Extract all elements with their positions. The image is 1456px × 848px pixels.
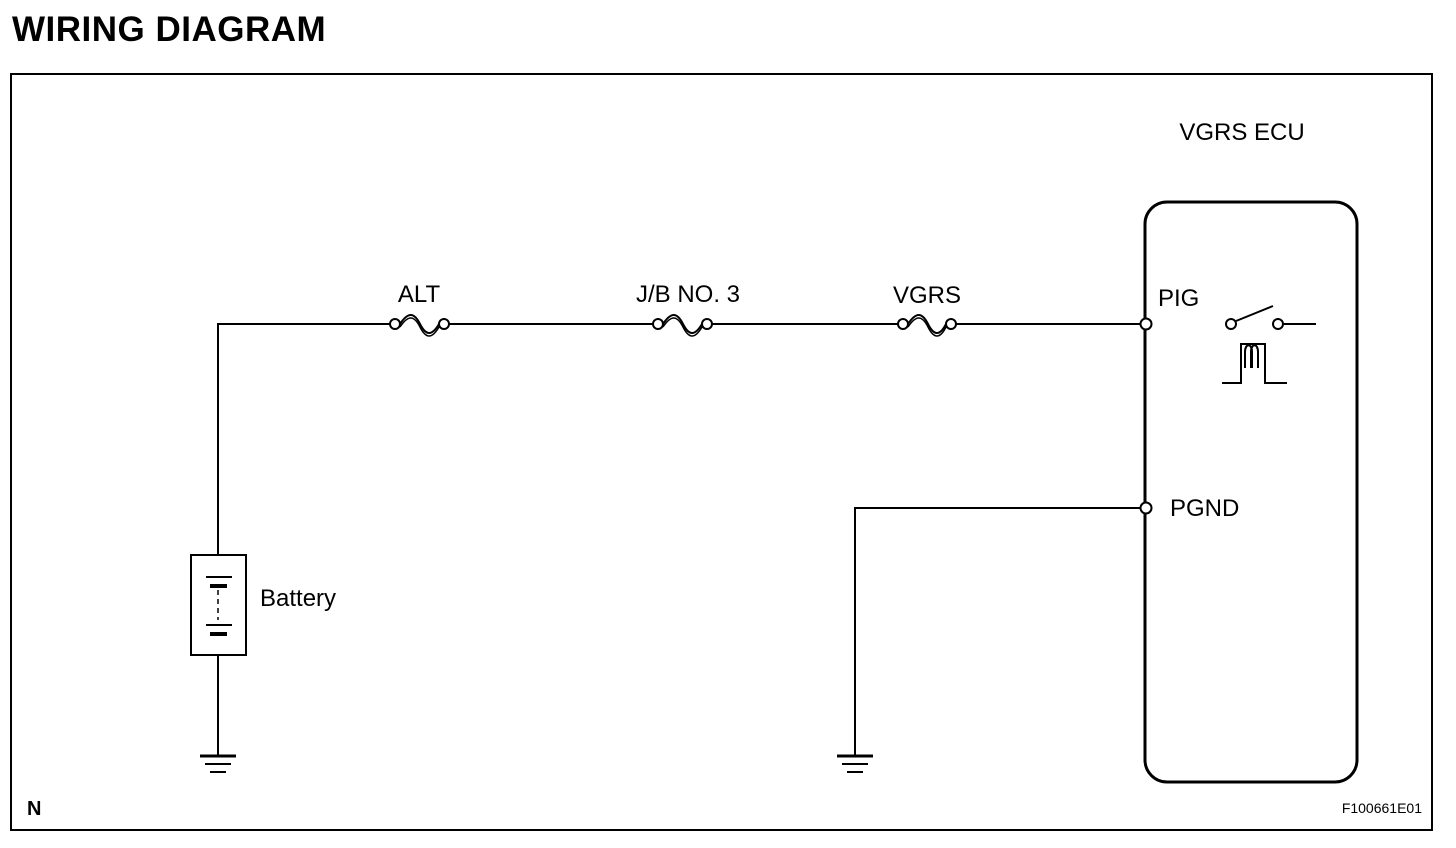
relay-switch-icon: [1222, 305, 1316, 384]
supply-wire: [217, 323, 1141, 555]
battery-label: Battery: [260, 585, 336, 612]
ecu-label: VGRS ECU: [1179, 119, 1304, 146]
figure-id: F100661E01: [1342, 800, 1422, 816]
fuse-alt-label: ALT: [398, 281, 441, 308]
corner-mark: N: [27, 798, 41, 820]
fuse-jb-no3-label: J/B NO. 3: [636, 281, 740, 308]
page-title: WIRING DIAGRAM: [12, 10, 327, 49]
battery-icon: [190, 554, 247, 656]
ecu-box: [1143, 200, 1359, 784]
fuse-vgrs: [897, 314, 957, 337]
pig-label: PIG: [1158, 285, 1199, 312]
ecu-ground-icon: [837, 754, 873, 773]
pgnd-wire: [854, 507, 1141, 755]
battery-ground-icon: [200, 754, 236, 773]
pgnd-label: PGND: [1170, 495, 1239, 522]
fuse-jb-no3: [652, 314, 713, 337]
diagram-frame: [10, 73, 1433, 831]
fuse-alt: [389, 314, 450, 337]
fuse-vgrs-label: VGRS: [893, 282, 961, 309]
pig-terminal: [1139, 317, 1153, 331]
pgnd-terminal: [1139, 501, 1153, 515]
